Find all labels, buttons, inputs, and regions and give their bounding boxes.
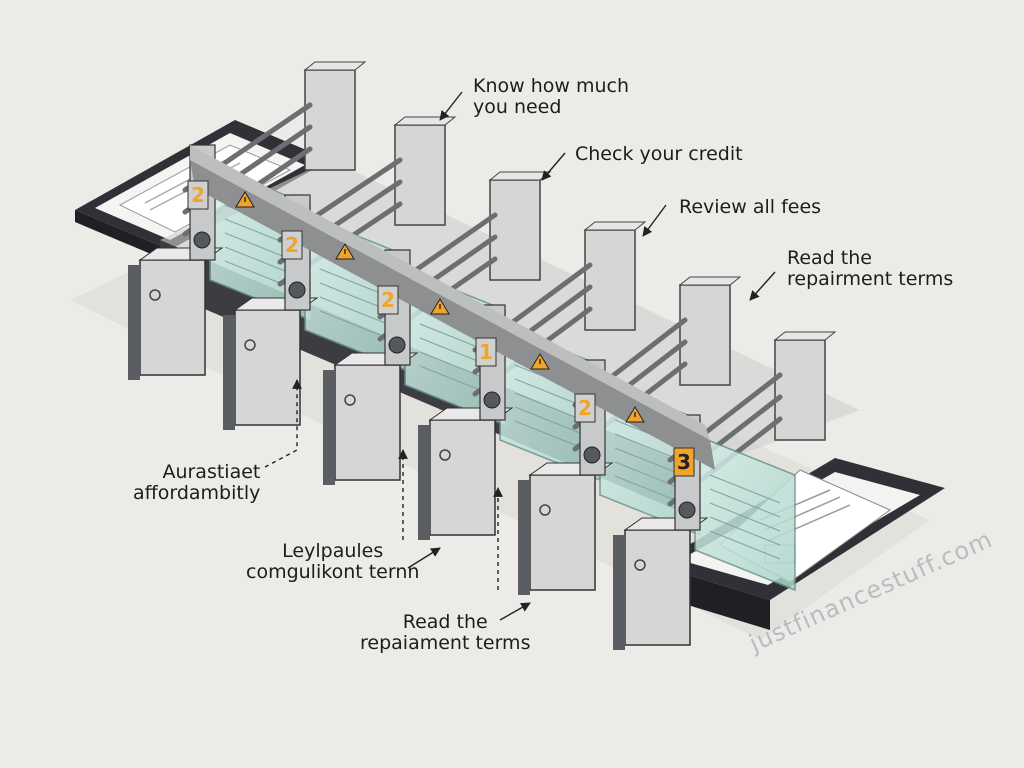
warning-icon bbox=[335, 243, 355, 260]
arrow-icon bbox=[642, 204, 667, 237]
warning-icon bbox=[530, 353, 550, 370]
label-affordability: Aurastiaet affordambitly bbox=[133, 461, 261, 504]
arrow-icon bbox=[264, 379, 302, 468]
station-number-badge bbox=[281, 230, 303, 260]
station-number: 3 bbox=[677, 450, 691, 474]
warning-icon bbox=[430, 298, 450, 315]
warning-icon bbox=[235, 191, 255, 208]
label-check-credit: Check your credit bbox=[575, 143, 743, 165]
station-number: 2 bbox=[285, 233, 299, 257]
callout-arrows bbox=[264, 91, 776, 621]
station-number: 2 bbox=[191, 183, 205, 207]
arrow-icon bbox=[749, 271, 776, 301]
station-number-badge bbox=[377, 285, 399, 315]
label-ley-term: Leylpaules comgulikont ternn bbox=[246, 540, 420, 583]
station-number-badge bbox=[187, 180, 209, 210]
station-number-badge bbox=[673, 447, 695, 477]
label-review-fees: Review all fees bbox=[679, 196, 822, 218]
crossbar-beam bbox=[190, 145, 715, 470]
station-number: 1 bbox=[479, 340, 493, 364]
label-know-how-much: Know how much you need bbox=[473, 75, 629, 118]
station-number: 2 bbox=[578, 396, 592, 420]
label-read-terms-top: Read the repairment terms bbox=[787, 247, 954, 290]
arrow-icon bbox=[439, 91, 463, 121]
label-read-terms-bottom: Read the repaiament terms bbox=[360, 611, 531, 654]
arrow-icon bbox=[499, 602, 531, 621]
arrow-icon bbox=[407, 547, 441, 569]
station-number-badge bbox=[475, 337, 497, 367]
station-number-badge bbox=[574, 393, 596, 423]
station-6 bbox=[613, 331, 837, 650]
station-number: 2 bbox=[381, 288, 395, 312]
arrow-icon bbox=[541, 152, 566, 181]
warning-icon bbox=[625, 406, 645, 423]
